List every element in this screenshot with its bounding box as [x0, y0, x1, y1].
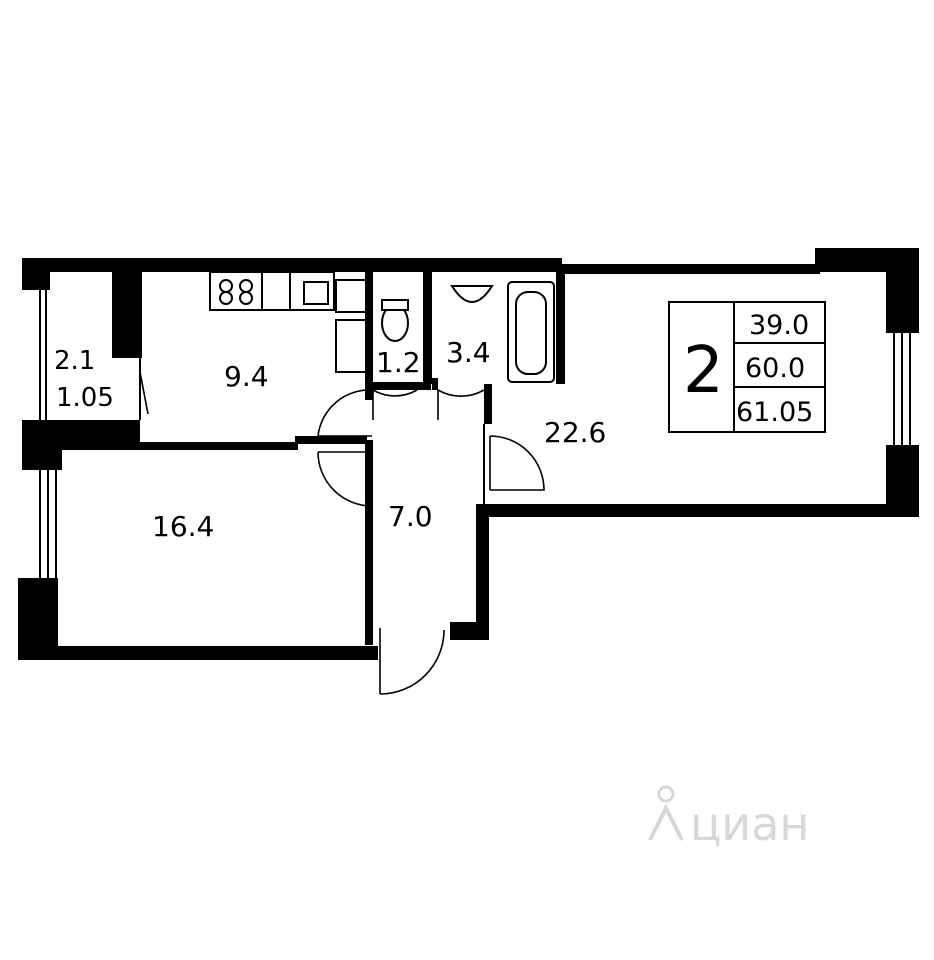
- thin-walls: [39, 272, 911, 578]
- bathroom-area: 3.4: [446, 336, 491, 369]
- cian-logo-icon: [657, 785, 675, 803]
- hall-area: 7.0: [388, 500, 433, 533]
- living-area: 39.0: [749, 310, 809, 341]
- kitchen-area: 9.4: [224, 360, 269, 393]
- room-labels: 2.1 1.05 9.4 1.2 3.4 22.6 16.4 7.0: [54, 336, 606, 543]
- wc-area: 1.2: [376, 346, 421, 379]
- washbasin-icon: [450, 285, 494, 303]
- watermark-text: циан: [690, 797, 809, 851]
- doors: [139, 371, 545, 695]
- kitchen-fixtures: [209, 271, 367, 373]
- summary-box: 2 39.0 60.0 61.05: [668, 301, 826, 433]
- loggia-area: 2.1: [54, 346, 95, 376]
- stove-icon: [209, 271, 263, 311]
- bath-fixtures: [381, 281, 555, 383]
- bedroom-area: 16.4: [152, 510, 214, 543]
- living-room-area: 22.6: [544, 416, 606, 449]
- rooms-count: 2: [683, 334, 724, 408]
- loggia-area-reduced: 1.05: [56, 383, 114, 413]
- total-area: 60.0: [745, 353, 805, 384]
- watermark: циан: [648, 785, 809, 851]
- total-with-loggia: 61.05: [736, 397, 813, 428]
- walls: [18, 248, 919, 660]
